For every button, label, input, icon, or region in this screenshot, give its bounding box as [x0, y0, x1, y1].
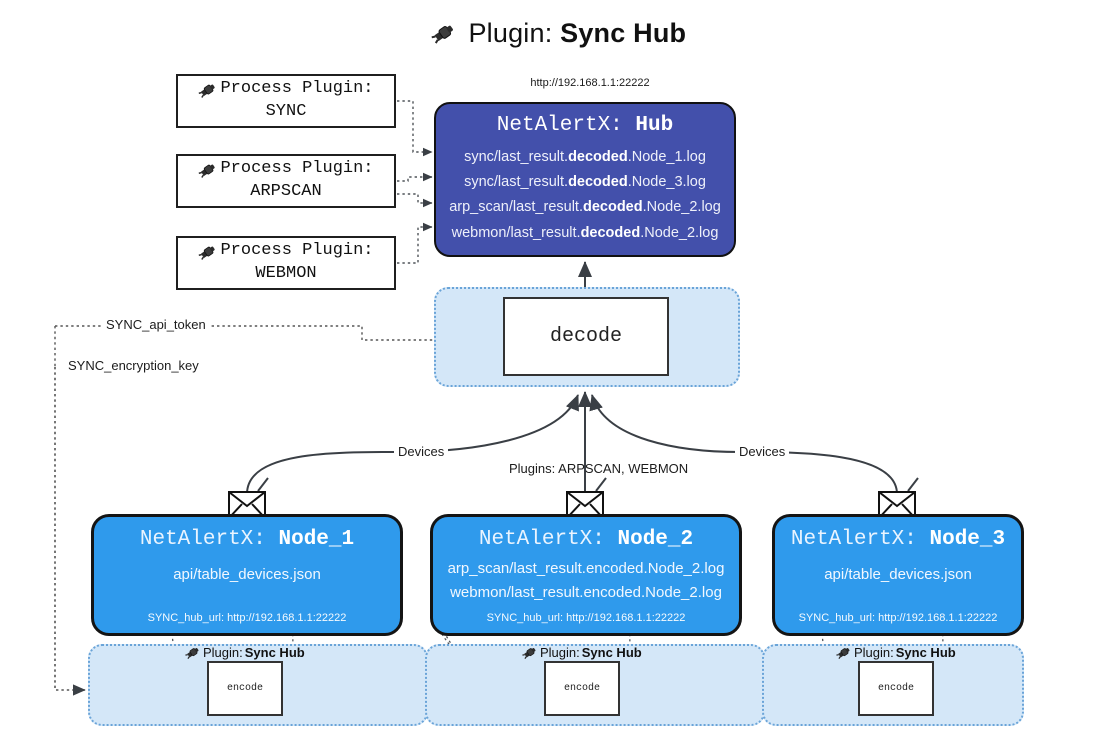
plug-icon	[431, 25, 453, 44]
process-plugin-name: WEBMON	[255, 264, 317, 283]
hub-url: http://192.168.1.1:22222	[530, 77, 650, 89]
decode-box[interactable]: decode	[503, 297, 669, 376]
node-box-node-1[interactable]: NetAlertX: Node_1 api/table_devices.json…	[91, 514, 403, 636]
hub-node[interactable]: NetAlertX: Hub sync/last_result.decoded.…	[434, 102, 736, 257]
edge-label-sync-api-token: SYNC_api_token	[102, 317, 210, 332]
edge-label-plugins-center: Plugins: ARPSCAN, WEBMON	[509, 461, 689, 476]
node-line-list: api/table_devices.json	[775, 563, 1021, 587]
plugin-label-name: Sync Hub	[895, 645, 956, 660]
plugin-label-node-2: Plugin: Sync Hub	[522, 645, 642, 660]
plug-icon	[185, 647, 199, 660]
process-plugin-name: SYNC	[265, 102, 307, 121]
page-title-prefix: Plugin:	[468, 18, 553, 48]
page-title: Plugin: Sync Hub	[0, 18, 1117, 49]
plugin-label-name: Sync Hub	[244, 645, 305, 660]
hub-log-row: sync/last_result.decoded.Node_3.log	[464, 174, 706, 191]
process-plugin-box-arpscan[interactable]: Process Plugin: ARPSCAN	[176, 154, 396, 208]
plugin-label-node-3: Plugin: Sync Hub	[836, 645, 956, 660]
hub-title-prefix: NetAlertX:	[496, 114, 623, 137]
plugin-label-node-1: Plugin: Sync Hub	[185, 645, 305, 660]
node-line: api/table_devices.json	[173, 566, 321, 583]
envelope-icon	[566, 491, 604, 519]
hub-log-row: arp_scan/last_result.decoded.Node_2.log	[449, 199, 721, 216]
hub-title: NetAlertX: Hub	[436, 114, 734, 137]
node-title: NetAlertX: Node_3	[790, 528, 1006, 551]
encode-box-node-2[interactable]: encode	[544, 661, 620, 716]
encode-box-node-3[interactable]: encode	[858, 661, 934, 716]
plug-icon	[522, 647, 536, 660]
node-box-node-2[interactable]: NetAlertX: Node_2 arp_scan/last_result.e…	[430, 514, 742, 636]
page-title-name: Sync Hub	[560, 18, 687, 48]
plugin-label-prefix: Plugin:	[203, 645, 243, 660]
process-plugin-name: ARPSCAN	[250, 182, 322, 201]
edge-label-sync-encryption-key: SYNC_encryption_key	[64, 358, 203, 373]
node-title: NetAlertX: Node_1	[139, 528, 355, 551]
process-plugin-box-webmon[interactable]: Process Plugin: WEBMON	[176, 236, 396, 290]
edge-label-devices-left: Devices	[394, 444, 449, 459]
node-line: arp_scan/last_result.encoded.Node_2.log	[447, 560, 725, 577]
encode-box-node-1[interactable]: encode	[207, 661, 283, 716]
plug-icon	[199, 164, 216, 178]
plug-icon	[199, 246, 216, 260]
hub-log-list: sync/last_result.decoded.Node_1.log sync…	[436, 145, 734, 246]
plug-icon	[199, 84, 216, 98]
process-plugin-title: Process Plugin:	[220, 241, 374, 261]
node-hub-url: SYNC_hub_url: http://192.168.1.1:22222	[147, 612, 347, 624]
plugin-label-prefix: Plugin:	[540, 645, 580, 660]
process-plugin-title: Process Plugin:	[220, 159, 374, 179]
node-line-list: api/table_devices.json	[94, 563, 400, 587]
node-box-node-3[interactable]: NetAlertX: Node_3 api/table_devices.json…	[772, 514, 1024, 636]
node-hub-url: SYNC_hub_url: http://192.168.1.1:22222	[486, 612, 686, 624]
node-line-list: arp_scan/last_result.encoded.Node_2.log …	[433, 557, 739, 606]
hub-title-name: Hub	[635, 114, 674, 137]
plugin-label-prefix: Plugin:	[854, 645, 894, 660]
node-hub-url: SYNC_hub_url: http://192.168.1.1:22222	[798, 612, 998, 624]
envelope-icon	[228, 491, 266, 519]
node-title: NetAlertX: Node_2	[478, 528, 694, 551]
process-plugin-title: Process Plugin:	[220, 79, 374, 99]
node-line: webmon/last_result.encoded.Node_2.log	[450, 584, 722, 602]
plug-icon	[836, 647, 850, 660]
plugin-label-name: Sync Hub	[581, 645, 642, 660]
hub-log-row: sync/last_result.decoded.Node_1.log	[464, 149, 706, 165]
node-line: api/table_devices.json	[824, 566, 972, 583]
hub-log-row: webmon/last_result.decoded.Node_2.log	[451, 224, 719, 241]
edge-label-devices-right: Devices	[735, 444, 790, 459]
process-plugin-box-sync[interactable]: Process Plugin: SYNC	[176, 74, 396, 128]
